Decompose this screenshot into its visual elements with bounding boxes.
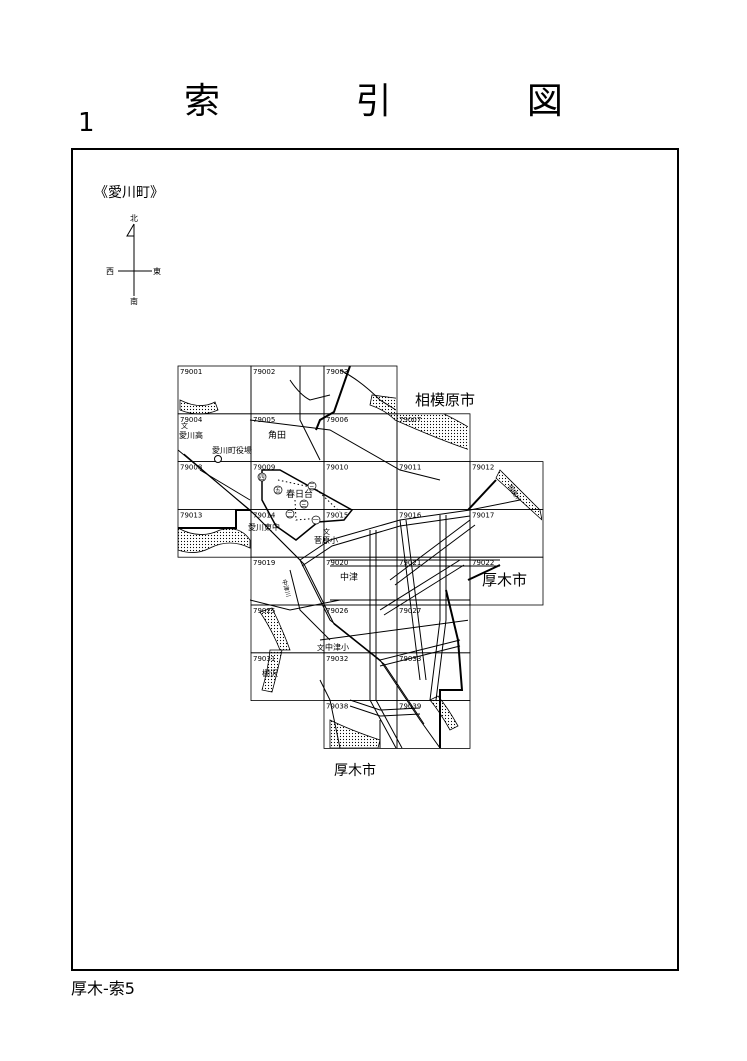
tile-id-label: 79010 <box>326 464 348 472</box>
compass-icon: 北 南 東 西 <box>106 214 161 306</box>
tile-id-label: 79008 <box>180 464 202 472</box>
label-nakatsu: 中津 <box>340 571 358 583</box>
label-atsugi-east: 厚木市 <box>482 571 527 589</box>
tile-id-label: 79014 <box>253 511 276 519</box>
tile-id-label: 79002 <box>253 368 275 376</box>
label-nakatsu-river: 中津川 <box>280 578 292 597</box>
river-segment <box>329 719 381 748</box>
map-frame <box>71 148 679 971</box>
tile-id-label: 79022 <box>472 559 494 567</box>
tile-id-label: 79021 <box>399 559 421 567</box>
label-nakatsu-es: 中津小 <box>325 642 349 652</box>
tile-id-label: 79009 <box>253 464 275 472</box>
river-segment <box>429 695 459 731</box>
roads <box>178 366 521 748</box>
label-sugahara-es: 菅原小 <box>314 535 338 545</box>
school-icon: 文 <box>181 421 188 430</box>
tile-id-label: 79026 <box>326 607 349 615</box>
nakatsu-river-west <box>178 527 251 553</box>
compass-north: 北 <box>130 214 138 223</box>
tile-id-label: 79032 <box>326 655 348 663</box>
chome-4-label: 四 <box>259 474 265 481</box>
tile-id-label: 79013 <box>180 511 202 519</box>
town-hall-icon <box>214 455 222 463</box>
tile-grid: 79001 79002 79003 79004 79005 79006 79007 79008… <box>177 365 544 749</box>
chome-markers: 四 五 三 三 二 一 <box>257 472 321 525</box>
tile-id-label: 79001 <box>180 368 202 376</box>
page-title: 索 引 図 <box>184 81 625 122</box>
tile-id-label: 79033 <box>399 655 421 663</box>
label-kasugadai: 春日台 <box>286 488 313 500</box>
label-kakuta: 角田 <box>268 429 286 441</box>
tile-id-label: 79017 <box>472 511 494 519</box>
tile-id-label: 79015 <box>326 511 348 519</box>
river-segment <box>495 469 542 522</box>
page-number: 1 <box>78 108 95 138</box>
river-segment <box>179 399 219 415</box>
compass-east: 東 <box>153 266 161 276</box>
compass-south: 南 <box>130 296 138 306</box>
area-name: 《愛川町》 <box>94 185 164 201</box>
tile-id-label: 79019 <box>253 559 275 567</box>
chome-1-label: 一 <box>313 517 319 524</box>
river-segment <box>261 649 283 693</box>
place-labels: 相模原市 厚木市 厚木市 角田 春日台 中津 棚沢 文 愛川高 愛川町役場 愛川… <box>179 391 527 779</box>
map-tile-79022[interactable] <box>469 556 544 606</box>
chome-2-label: 二 <box>287 511 293 518</box>
compass-west: 西 <box>106 267 114 276</box>
label-atsugi-south: 厚木市 <box>334 762 376 779</box>
tile-id-label: 79007 <box>399 416 421 424</box>
label-town-hall: 愛川町役場 <box>212 445 252 455</box>
page-footer: 厚木-索5 <box>71 979 135 998</box>
school-icon: 文 <box>317 643 324 652</box>
label-aikawa-east-jhs: 愛川東中 <box>248 522 280 532</box>
chome-3b-label: 三 <box>301 501 307 508</box>
label-aikawa-high: 愛川高 <box>179 430 203 440</box>
chome-3-label: 三 <box>309 483 315 490</box>
label-sagamihara: 相模原市 <box>415 391 475 409</box>
chome-5-label: 五 <box>275 487 281 494</box>
tile-id-label: 79012 <box>472 464 494 472</box>
tile-id-label: 79027 <box>399 607 421 615</box>
tile-id-label: 79016 <box>399 511 422 519</box>
tile-id-label: 79039 <box>399 703 421 711</box>
map-content <box>178 366 542 748</box>
municipal-boundary <box>178 366 501 748</box>
label-tanasawa: 棚沢 <box>262 668 278 678</box>
tile-id-label: 79038 <box>326 703 348 711</box>
tile-id-label: 79011 <box>399 464 421 472</box>
river-segment <box>259 607 291 651</box>
tile-id-label: 79003 <box>326 368 348 376</box>
tile-id-label: 79020 <box>326 559 348 567</box>
school-icon: 文 <box>323 527 330 536</box>
tile-id-label: 79031 <box>253 655 275 663</box>
tile-id-label: 79005 <box>253 416 275 424</box>
tile-id-label: 79004 <box>180 416 203 424</box>
tile-id-label: 79006 <box>326 416 349 424</box>
map-tile-79039[interactable] <box>396 700 471 749</box>
tile-id-label: 79025 <box>253 607 275 615</box>
